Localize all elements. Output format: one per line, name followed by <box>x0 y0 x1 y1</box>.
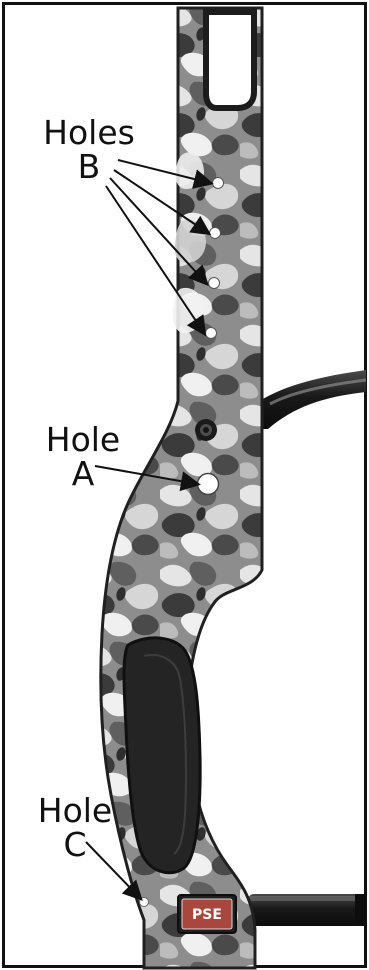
label-hole-a: Hole A <box>40 423 126 491</box>
bolt-hole <box>195 419 217 441</box>
label-hole-a-line-2: A <box>40 457 126 491</box>
lower-stabilizer <box>248 894 366 926</box>
pse-badge: PSE <box>178 895 236 933</box>
hole-c <box>140 898 149 907</box>
upper-stabilizer <box>258 370 366 429</box>
hole-a <box>198 474 219 495</box>
badge-text: PSE <box>192 907 222 923</box>
label-hole-c-line-1: Hole <box>32 794 118 828</box>
label-hole-c-line-2: C <box>32 828 118 862</box>
label-holes-b: Holes B <box>34 116 144 184</box>
label-hole-c: Hole C <box>32 794 118 862</box>
label-holes-b-line-2: B <box>34 150 144 184</box>
grip <box>124 638 200 873</box>
label-hole-a-line-1: Hole <box>40 423 126 457</box>
label-holes-b-line-1: Holes <box>34 116 144 150</box>
upper-cutout <box>206 12 254 108</box>
